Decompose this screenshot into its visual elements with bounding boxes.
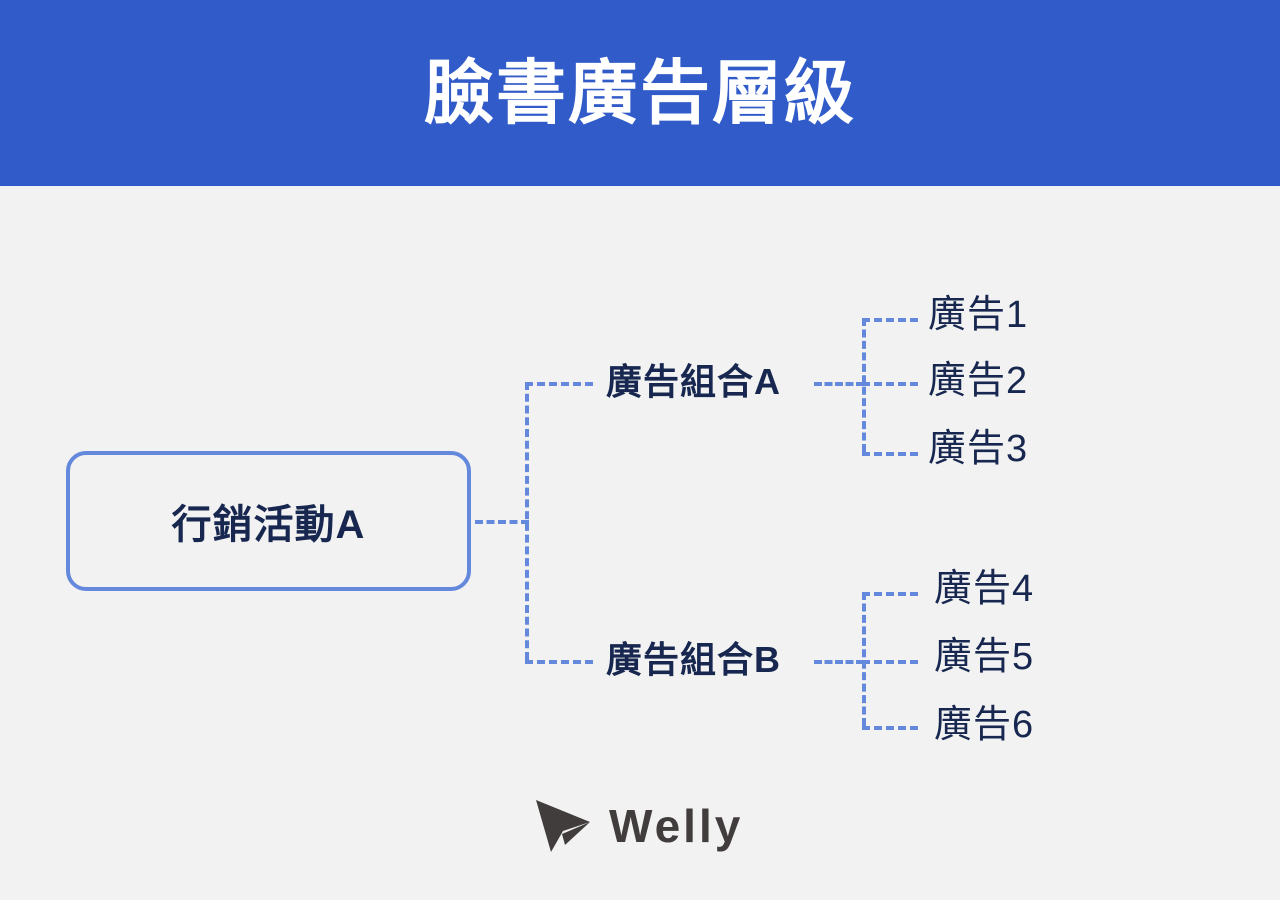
connector-ads-b-vertical [862, 592, 866, 726]
ad-node-5[interactable]: 廣告5 [934, 636, 1035, 678]
campaign-node-label: 行銷活動A [171, 503, 366, 547]
connector-ad-6 [862, 726, 918, 730]
brand-logo: Welly [533, 798, 743, 854]
hierarchy-diagram: 行銷活動A 廣告組合A 廣告1 廣告2 廣告3 廣告組合B 廣告4 廣告5 廣告… [0, 186, 1280, 900]
ad-node-3[interactable]: 廣告3 [928, 428, 1029, 470]
connector-adset-a-to-ads-spine [814, 382, 864, 386]
connector-spine-to-adset-b [525, 660, 593, 664]
connector-ad-1 [862, 318, 918, 322]
ad-node-2[interactable]: 廣告2 [928, 360, 1029, 402]
adset-node-a[interactable]: 廣告組合A [606, 361, 781, 402]
brand-name: Welly [609, 800, 744, 852]
connector-ad-5 [862, 660, 918, 664]
connector-spine-vertical [525, 382, 529, 660]
ad-node-6[interactable]: 廣告6 [934, 704, 1035, 746]
page-title: 臉書廣告層級 [424, 54, 856, 132]
ad-node-1[interactable]: 廣告1 [928, 294, 1029, 336]
connector-ad-3 [862, 452, 918, 456]
connector-adset-b-to-ads-spine [814, 660, 864, 664]
connector-ad-2 [862, 382, 918, 386]
adset-node-b[interactable]: 廣告組合B [606, 639, 781, 680]
connector-ad-4 [862, 592, 918, 596]
campaign-node[interactable]: 行銷活動A [66, 451, 471, 591]
connector-campaign-to-spine [475, 520, 529, 524]
connector-spine-to-adset-a [525, 382, 593, 386]
ad-node-4[interactable]: 廣告4 [934, 568, 1035, 610]
paper-plane-icon [536, 800, 590, 852]
header-banner: 臉書廣告層級 [0, 0, 1280, 186]
